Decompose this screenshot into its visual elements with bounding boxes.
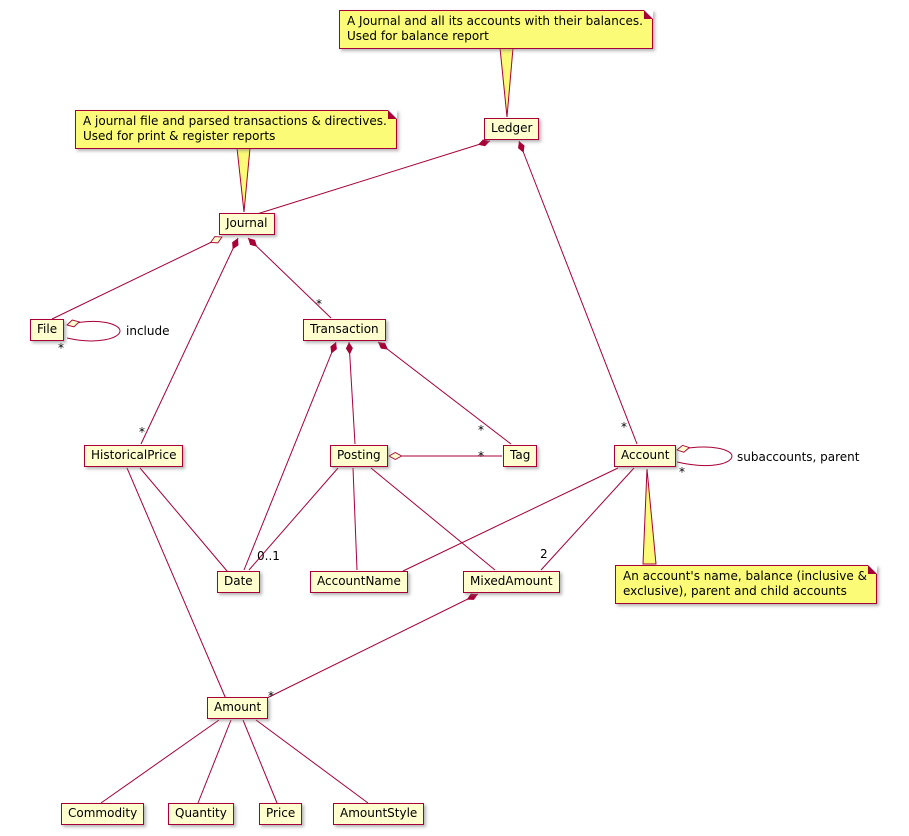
edge-account-mixedamount	[540, 467, 635, 571]
class-account: Account	[614, 445, 677, 467]
edge-transaction-tag	[377, 341, 512, 445]
edge-historicalprice-amount	[126, 467, 227, 700]
edge-posting-accountname	[352, 467, 358, 571]
edge-account-accountname	[402, 467, 619, 572]
class-commodity: Commodity	[61, 803, 145, 825]
class-journal: Journal	[219, 213, 275, 235]
label-mult-transaction-tag: *	[478, 423, 484, 437]
edge-ledger-journal	[256, 139, 491, 215]
note-journal-line1: A journal file and parsed transactions &…	[83, 114, 387, 128]
label-mult-posting-tag: *	[478, 449, 484, 463]
label-subaccounts-parent: subaccounts, parent	[737, 450, 860, 464]
class-amount: Amount	[207, 697, 269, 719]
class-quantity: Quantity	[168, 803, 234, 825]
label-mult-posting-date: 0..1	[257, 549, 280, 563]
class-amountstyle: AmountStyle	[333, 803, 425, 825]
note-journal: A journal file and parsed transactions &…	[75, 110, 397, 149]
class-accountname: AccountName	[310, 571, 408, 593]
class-price: Price	[259, 803, 303, 825]
class-tag: Tag	[503, 445, 538, 467]
note-ledger: A Journal and all its accounts with thei…	[339, 10, 653, 49]
label-mult-journal-transaction: *	[316, 297, 322, 311]
edge-amount-price	[242, 719, 278, 804]
edge-ledger-account	[518, 140, 638, 445]
edge-amount-commodity	[100, 719, 220, 804]
class-file: File	[30, 319, 65, 341]
edge-transaction-posting	[345, 341, 356, 445]
edge-file-self-include	[67, 321, 121, 342]
class-transaction: Transaction	[303, 319, 386, 341]
edge-posting-mixedamount	[370, 467, 496, 571]
note-journal-line2: Used for print & register reports	[83, 129, 276, 143]
note-pointer-journal	[236, 147, 251, 213]
edge-amount-amountstyle	[255, 719, 369, 804]
edge-historicalprice-date	[139, 467, 228, 572]
edge-journal-historicalprice	[140, 237, 239, 445]
note-account: An account's name, balance (inclusive & …	[615, 565, 877, 604]
note-account-line2: exclusive), parent and child accounts	[623, 584, 847, 598]
edge-amount-quantity	[197, 719, 232, 804]
note-pointer-account	[642, 468, 657, 565]
label-mult-ledger-account: *	[621, 420, 627, 434]
class-mixedamount: MixedAmount	[463, 571, 560, 593]
edge-account-self-subaccounts	[677, 447, 733, 467]
class-date: Date	[217, 571, 260, 593]
note-account-line1: An account's name, balance (inclusive &	[623, 569, 867, 583]
edge-journal-file	[51, 237, 222, 320]
label-include: include	[126, 324, 169, 338]
label-mult-journal-historicalprice: *	[139, 425, 145, 439]
edge-transaction-date	[243, 341, 337, 571]
label-mult-mixedamount-amount: *	[268, 689, 274, 703]
edge-posting-date	[248, 467, 339, 571]
note-pointer-ledger	[499, 47, 514, 118]
note-ledger-line2: Used for balance report	[347, 29, 489, 43]
class-ledger: Ledger	[484, 118, 540, 140]
label-mult-account-self: *	[679, 465, 685, 479]
label-mult-file-self: *	[58, 341, 64, 355]
class-posting: Posting	[330, 445, 388, 467]
label-mult-account-mixedamount: 2	[540, 547, 548, 561]
class-historicalprice: HistoricalPrice	[84, 445, 184, 467]
note-ledger-line1: A Journal and all its accounts with thei…	[347, 14, 643, 28]
edge-journal-transaction	[247, 237, 332, 319]
edge-mixedamount-amount	[262, 593, 479, 701]
